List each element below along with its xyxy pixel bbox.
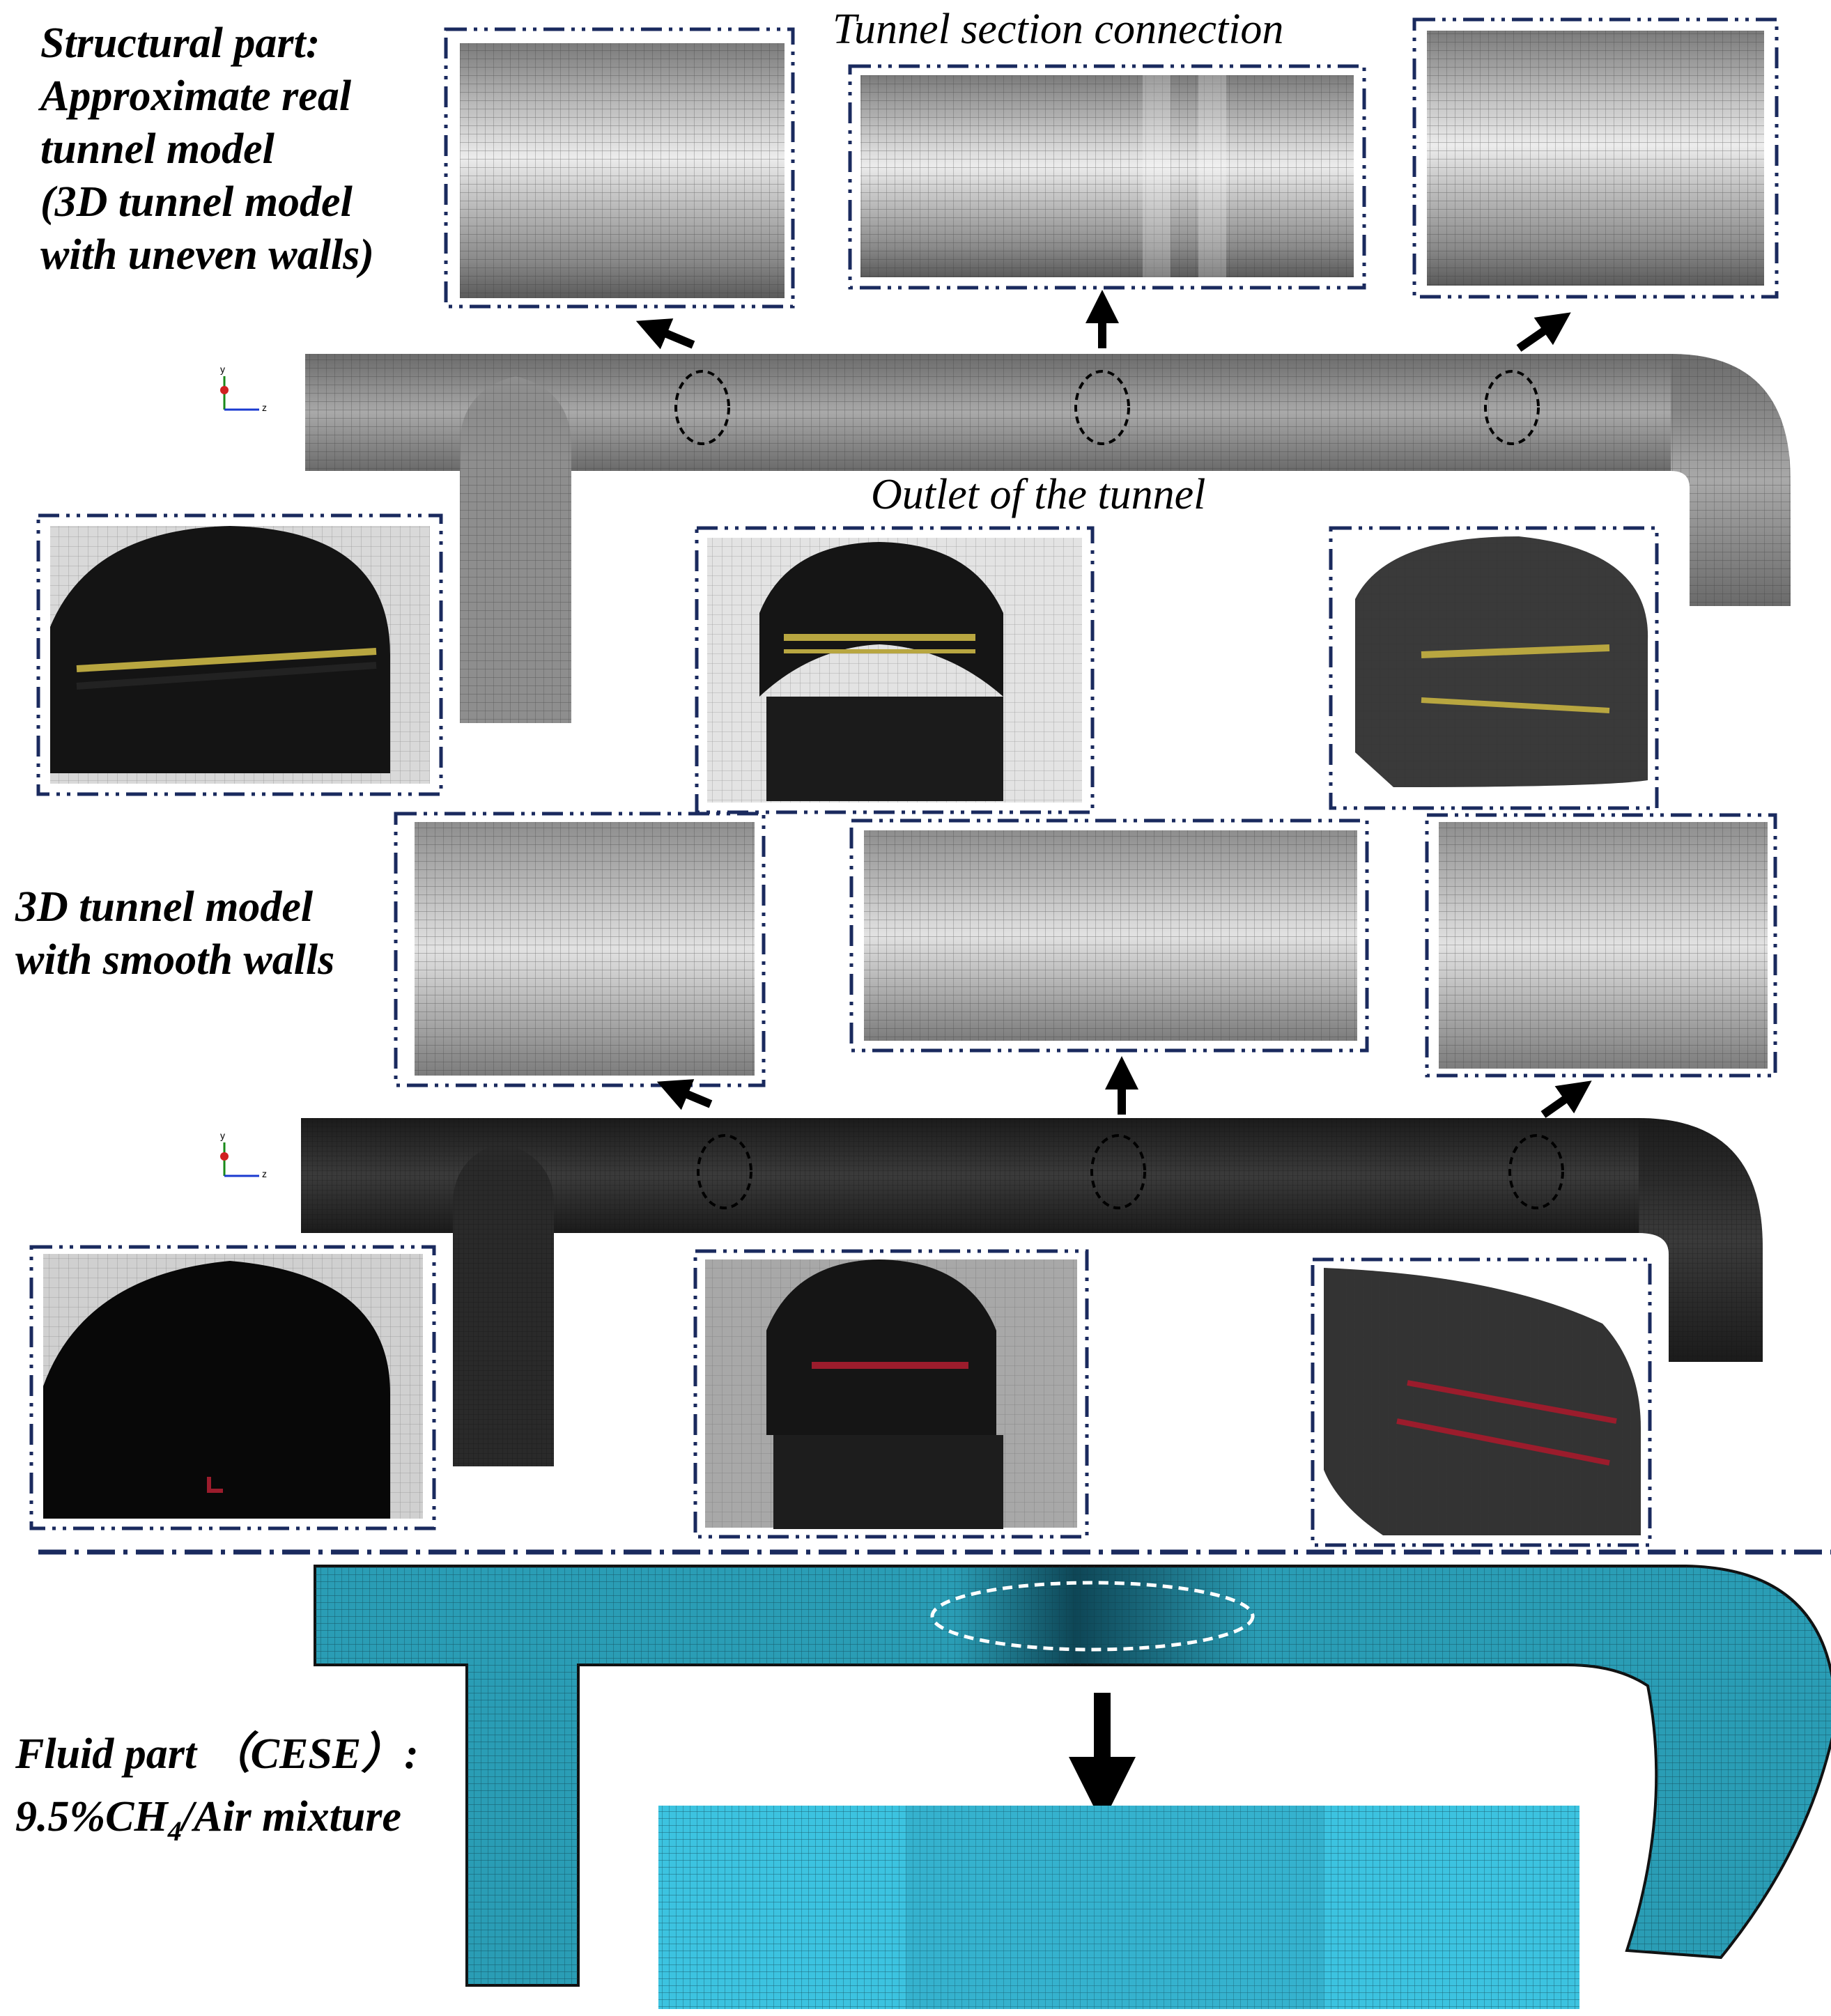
structural-part-label: Structural part: Approximate real tunnel… (38, 20, 374, 279)
structural-label-line-5: with uneven walls) (40, 231, 374, 279)
smooth-label-line-2: with smooth walls (15, 936, 334, 984)
smooth-tunnel-model (301, 1118, 1763, 1466)
uneven-outlet-panel-left (36, 513, 443, 796)
structural-label-line-1: Structural part: (40, 20, 320, 67)
uneven-detail-panel-left (444, 27, 795, 309)
axis-triad-2: y z (220, 1130, 267, 1179)
fluid-label-line-2: 9.5%CH4/Air mixture (15, 1793, 401, 1847)
structural-label-line-4: (3D tunnel model (40, 178, 353, 226)
smooth-detail-panel-left (394, 812, 766, 1087)
fluid-label-mixture-prefix: 9.5%CH (15, 1793, 169, 1840)
tunnel-outlet-caption: Outlet of the tunnel (871, 471, 1205, 518)
fluid-detail-panel (658, 1806, 1579, 2009)
fluid-label-mixture-suffix: /Air mixture (179, 1793, 401, 1840)
uneven-tunnel-model (305, 354, 1791, 723)
axis-z-label: z (262, 402, 267, 413)
uneven-outlet-panel-center (695, 526, 1095, 814)
tunnel-section-connection-caption: Tunnel section connection (833, 6, 1283, 53)
uneven-detail-panel-right (1412, 17, 1779, 299)
uneven-detail-panel-center (848, 64, 1366, 290)
uneven-outlet-panel-right (1329, 526, 1659, 810)
smooth-outlet-panel-left (29, 1245, 436, 1530)
axis-triad-1: y z (220, 364, 267, 413)
fluid-label-line-1: Fluid part （CESE）: (15, 1730, 419, 1778)
smooth-model-label: 3D tunnel model with smooth walls (15, 883, 334, 984)
smooth-outlet-panel-center (693, 1249, 1089, 1539)
structural-label-line-3: tunnel model (40, 125, 275, 173)
axis-y-label-2: y (220, 1130, 225, 1141)
axis-z-label-2: z (262, 1168, 267, 1179)
arrow-to-smooth-right-panel (1540, 1080, 1592, 1118)
smooth-label-line-1: 3D tunnel model (15, 883, 314, 931)
fluid-part-label: Fluid part （CESE）: 9.5%CH4/Air mixture (15, 1730, 419, 1847)
arrow-to-smooth-left-panel (656, 1079, 713, 1110)
smooth-detail-panel-center (849, 819, 1369, 1053)
fluid-label-subscript: 4 (167, 1815, 182, 1847)
axis-y-label: y (220, 364, 225, 375)
structural-label-line-2: Approximate real (38, 72, 352, 120)
arrow-to-right-panel (1516, 312, 1571, 352)
smooth-outlet-panel-right (1311, 1257, 1652, 1547)
fluid-domain-mesh (314, 1565, 1831, 1987)
arrow-to-left-panel (635, 318, 695, 350)
smooth-detail-panel-right (1425, 813, 1777, 1078)
